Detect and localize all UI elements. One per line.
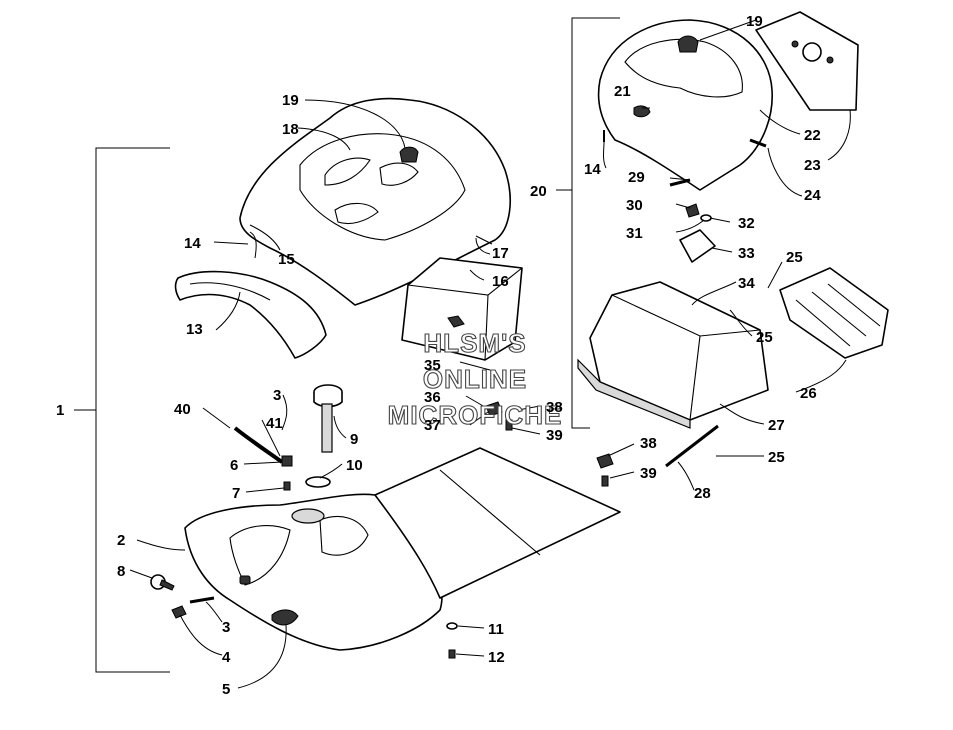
callout-14-right: 14	[584, 161, 601, 178]
callout-1: 1	[56, 402, 64, 419]
callout-30: 30	[626, 197, 643, 214]
bracket-group-20	[556, 17, 620, 429]
callout-8: 8	[117, 563, 125, 580]
callout-14-left: 14	[184, 235, 201, 252]
callout-20: 20	[530, 183, 547, 200]
callout-7: 7	[232, 485, 240, 502]
bracket-group-1	[74, 147, 170, 673]
watermark: HLSM'S ONLINE MICROFICHE	[387, 327, 563, 430]
callout-5: 5	[222, 681, 230, 698]
watermark-line-3: MICROFICHE	[388, 400, 563, 430]
leader-lines	[129, 19, 851, 689]
callout-labels: 1 2 3 3 4 5 6 7 8 9 10 11 12 13 14 14 15…	[56, 13, 821, 698]
callout-22: 22	[804, 127, 821, 144]
seat-front-trim	[174, 270, 327, 359]
callout-2: 2	[117, 532, 125, 549]
callout-37: 37	[424, 417, 441, 434]
callout-19-right: 19	[746, 13, 763, 30]
callout-31: 31	[626, 225, 643, 242]
callout-25-bottom: 25	[768, 449, 785, 466]
storage-box	[401, 235, 523, 361]
callout-17: 17	[492, 245, 509, 262]
rod-and-clips	[485, 401, 719, 487]
callout-40: 40	[174, 401, 191, 418]
callout-29: 29	[628, 169, 645, 186]
tray-mat	[374, 447, 621, 599]
petcock	[150, 574, 215, 619]
callout-32: 32	[738, 215, 755, 232]
callout-9: 9	[350, 431, 358, 448]
callout-24: 24	[804, 187, 821, 204]
callout-13: 13	[186, 321, 203, 338]
callout-33: 33	[738, 245, 755, 262]
rear-cover	[597, 19, 773, 191]
callout-18: 18	[282, 121, 299, 138]
callout-12: 12	[488, 649, 505, 666]
callout-10: 10	[346, 457, 363, 474]
callout-27: 27	[768, 417, 785, 434]
callout-21: 21	[614, 83, 631, 100]
callout-38-upper: 38	[546, 399, 563, 416]
callout-4: 4	[222, 649, 231, 666]
callout-25-top: 25	[786, 249, 803, 266]
callout-28: 28	[694, 485, 711, 502]
callout-25-middle: 25	[756, 329, 773, 346]
callout-16: 16	[492, 273, 509, 290]
callout-3-lower: 3	[222, 619, 230, 636]
callout-23: 23	[804, 157, 821, 174]
callout-26: 26	[800, 385, 817, 402]
callout-39-lower: 39	[640, 465, 657, 482]
callout-11: 11	[488, 621, 504, 638]
callout-34: 34	[738, 275, 755, 292]
callout-41: 41	[266, 415, 283, 432]
callout-15: 15	[278, 251, 295, 268]
callout-39-upper: 39	[546, 427, 563, 444]
callout-19-left: 19	[282, 92, 299, 109]
seat	[239, 97, 511, 306]
callout-38-lower: 38	[640, 435, 657, 452]
callout-6: 6	[230, 457, 238, 474]
storage-tray	[577, 281, 769, 429]
fuel-line	[233, 426, 293, 491]
watermark-line-2: ONLINE	[423, 364, 527, 394]
watermark-line-1: HLSM'S	[423, 328, 526, 358]
callout-35: 35	[424, 357, 441, 374]
callout-3-upper: 3	[273, 387, 281, 404]
rear-panel	[755, 11, 859, 111]
fasteners-11-12	[446, 622, 458, 659]
fuel-tank	[184, 493, 443, 651]
fuel-cap-gauge	[305, 384, 343, 488]
grid-mat	[779, 267, 889, 359]
callout-36: 36	[424, 389, 441, 406]
